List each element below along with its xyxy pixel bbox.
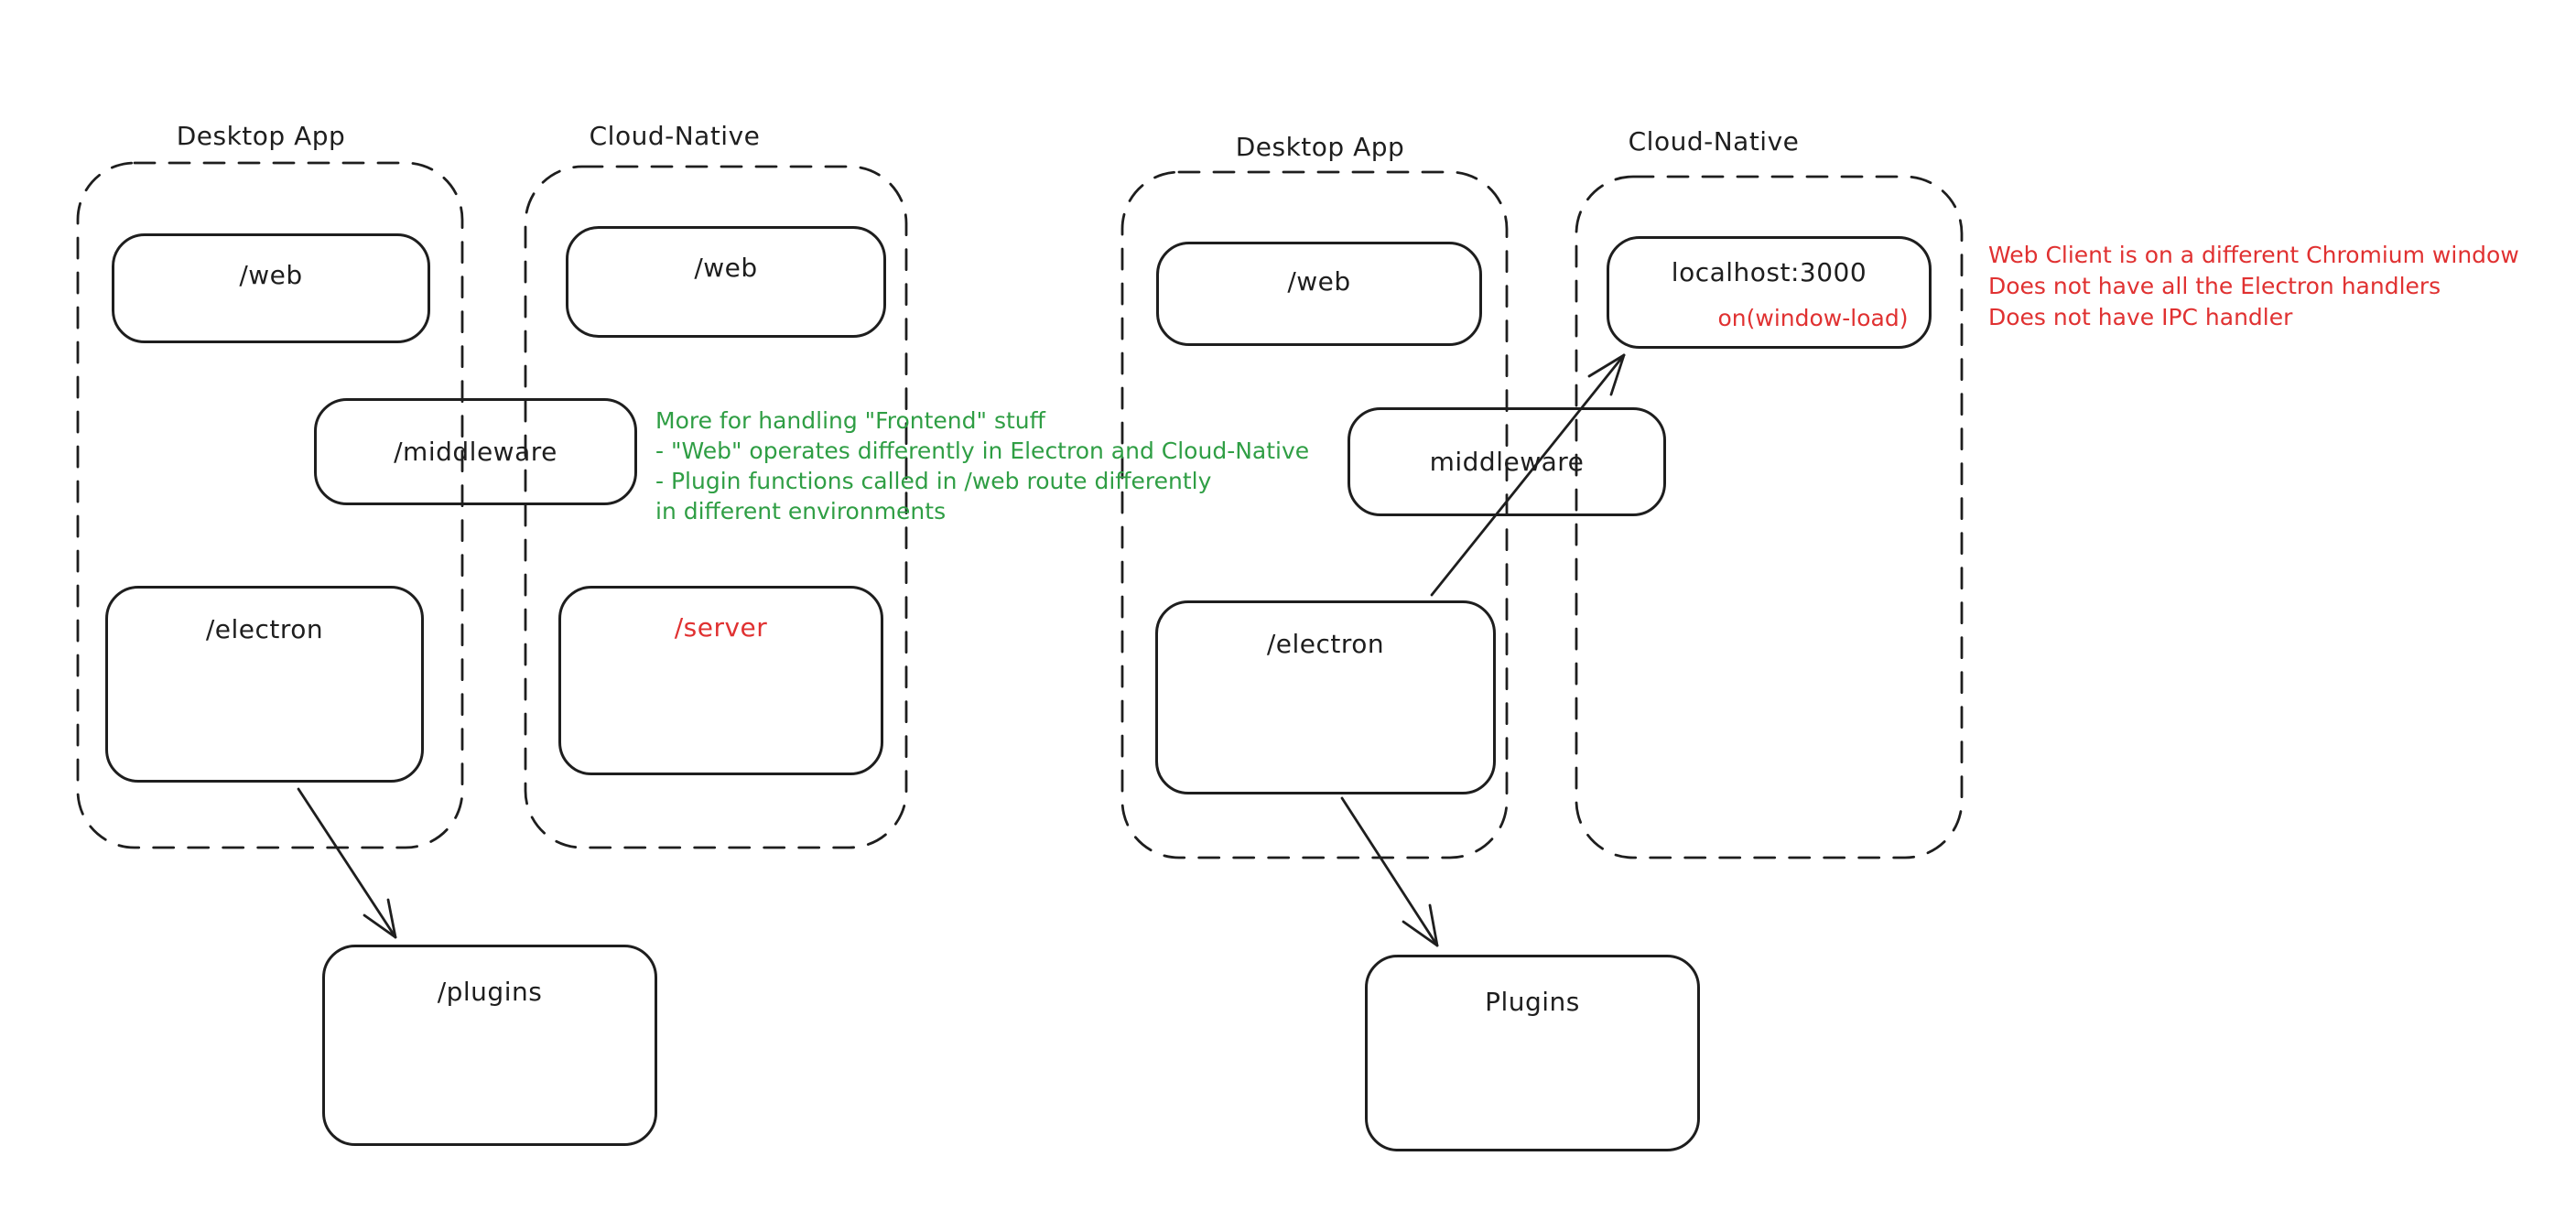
left-cloud-web-box: /web — [566, 226, 886, 338]
left-electron-label: /electron — [205, 614, 324, 644]
right-plugins-label: Plugins — [1485, 987, 1580, 1017]
left-desktop-app-container — [76, 161, 464, 849]
left-middleware-label: /middleware — [394, 437, 557, 467]
left-server-label: /server — [674, 612, 768, 643]
green-annotation-note: More for handling "Frontend" stuff - "We… — [655, 405, 1309, 526]
left-desktop-web-label: /web — [239, 260, 303, 290]
arrow-electron-to-localhost — [1430, 353, 1626, 597]
left-server-box: /server — [558, 586, 883, 775]
left-middleware-box: /middleware — [314, 398, 637, 505]
left-cloud-web-label: /web — [694, 253, 758, 283]
left-plugins-label: /plugins — [437, 977, 543, 1007]
right-middleware-box: middleware — [1348, 407, 1666, 516]
right-desktop-app-title: Desktop App — [1235, 132, 1405, 162]
red-note-line-1: Web Client is on a different Chromium wi… — [1988, 242, 2519, 268]
left-cloud-native-container — [524, 165, 908, 849]
left-plugins-box: /plugins — [322, 945, 657, 1146]
right-plugins-box: Plugins — [1365, 955, 1700, 1151]
localhost-3000-label: localhost:3000 — [1671, 257, 1867, 287]
arrow-electron-to-plugins-left — [297, 787, 397, 939]
localhost-3000-box: localhost:3000 on(window-load) — [1607, 236, 1932, 349]
green-note-line-2: - "Web" operates differently in Electron… — [655, 438, 1310, 464]
right-cloud-native-title: Cloud-Native — [1628, 126, 1800, 157]
right-desktop-web-label: /web — [1287, 266, 1351, 297]
red-note-line-2: Does not have all the Electron handlers — [1988, 273, 2441, 299]
right-middleware-label: middleware — [1429, 447, 1585, 477]
on-window-load-label: on(window-load) — [1717, 305, 1909, 331]
left-desktop-web-box: /web — [112, 233, 430, 343]
right-electron-box: /electron — [1155, 600, 1496, 794]
red-note-line-3: Does not have IPC handler — [1988, 304, 2293, 330]
left-cloud-native-title: Cloud-Native — [589, 121, 761, 151]
arrow-electron-to-plugins-right — [1340, 796, 1439, 947]
green-note-line-3: - Plugin functions called in /web route … — [655, 468, 1212, 494]
right-electron-label: /electron — [1266, 629, 1385, 659]
right-desktop-web-box: /web — [1156, 242, 1482, 346]
left-electron-box: /electron — [105, 586, 424, 783]
green-note-line-4: in different environments — [655, 498, 947, 524]
green-note-line-1: More for handling "Frontend" stuff — [655, 407, 1045, 434]
right-cloud-native-container — [1575, 175, 1964, 859]
red-annotation-note: Web Client is on a different Chromium wi… — [1988, 240, 2519, 333]
left-desktop-app-title: Desktop App — [176, 121, 346, 151]
